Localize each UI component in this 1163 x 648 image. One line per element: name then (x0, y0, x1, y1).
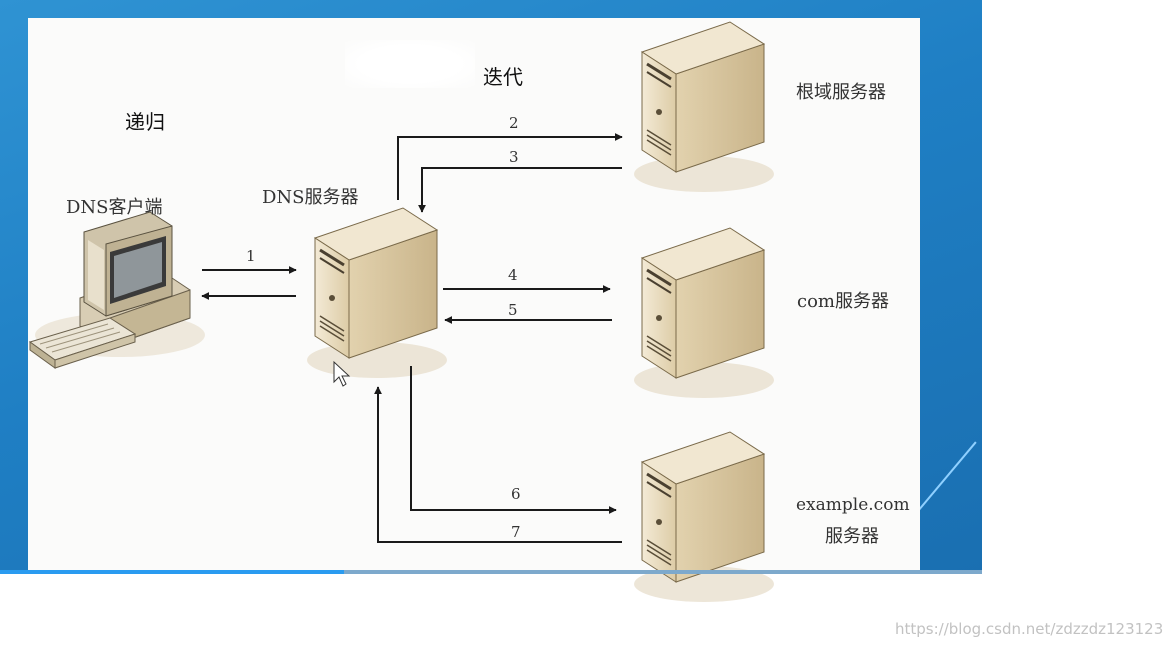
example-server-label-line1: example.com (796, 495, 910, 515)
video-progress-fill (0, 570, 344, 574)
step-label-3: 3 (509, 148, 519, 166)
dns-diagram (28, 20, 776, 604)
client-label: DNS客户端 (66, 197, 163, 218)
arrow-step-7 (374, 386, 622, 543)
erased-mark (345, 40, 475, 88)
dns-server-label: DNS服务器 (262, 187, 359, 208)
example-server-icon (632, 430, 776, 604)
arrow-step-3 (418, 167, 622, 213)
root-server-label: 根域服务器 (796, 82, 886, 103)
mouse-cursor-icon (333, 360, 351, 387)
step-label-7: 7 (511, 523, 521, 541)
step-label-6: 6 (511, 485, 521, 503)
watermark: https://blog.csdn.net/zdzzdz123123 (895, 620, 1163, 638)
step-label-5: 5 (508, 301, 518, 319)
arrow-step-2 (397, 133, 623, 200)
arrow-step-6 (410, 366, 617, 514)
dns-server-icon (305, 206, 449, 380)
recursion-annotation: 递归 (125, 110, 165, 134)
client-computer-icon (28, 211, 205, 369)
step-label-1: 1 (246, 247, 256, 265)
com-server-label: com服务器 (797, 291, 889, 312)
video-progress-bar[interactable] (0, 570, 982, 574)
iteration-annotation: 迭代 (483, 65, 523, 89)
root-server-icon (632, 20, 776, 194)
step-label-4: 4 (508, 266, 518, 284)
step-label-2: 2 (509, 114, 519, 132)
com-server-icon (632, 226, 776, 400)
video-frame: 1 2 3 4 5 6 7 DNS客户端 DNS服务器 根域服务器 com服务器… (0, 0, 982, 604)
example-server-label-line2: 服务器 (825, 526, 879, 547)
